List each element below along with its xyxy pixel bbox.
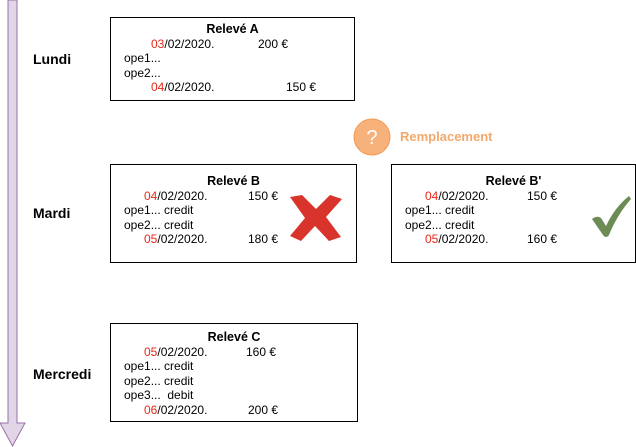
start-date: 03/02/2020.	[151, 36, 215, 51]
statement-title: Relevé A	[206, 22, 259, 36]
statement-card-b-prime: Relevé B' 04/02/2020. 150 € ope1... cred…	[391, 164, 636, 263]
operation-line: ope1...	[124, 51, 161, 65]
start-date: 04/02/2020.	[425, 188, 489, 203]
end-balance: 160 €	[527, 232, 558, 246]
svg-text:?: ?	[366, 127, 377, 149]
checkmark-icon	[592, 196, 631, 237]
day-label-monday: Lundi	[33, 51, 72, 67]
statement-title: Relevé B'	[485, 174, 542, 188]
start-date: 04/02/2020.	[144, 188, 208, 203]
end-date: 05/02/2020.	[144, 232, 208, 246]
end-date: 06/02/2020.	[144, 402, 208, 417]
end-date: 04/02/2020.	[151, 80, 215, 94]
statement-title: Relevé C	[207, 330, 261, 344]
operation-line: ope1... credit	[124, 359, 194, 373]
operation-line: ope2... credit	[405, 217, 475, 232]
statement-card-c: Relevé C 05/02/2020. 160 € ope1... credi…	[110, 323, 358, 422]
replacement-label: Remplacement	[400, 129, 493, 144]
start-balance: 150 €	[248, 188, 279, 203]
start-date: 05/02/2020.	[144, 344, 208, 359]
end-date: 05/02/2020.	[425, 232, 489, 246]
operation-line: ope2... credit	[124, 217, 194, 232]
statement-title: Relevé B	[207, 174, 260, 188]
operation-line: ope3... debit	[124, 388, 194, 402]
question-circle-icon: ?	[353, 118, 391, 156]
operation-line: ope1... credit	[124, 203, 194, 217]
statement-card-a: Relevé A 03/02/2020. 200 € ope1... ope2.…	[110, 17, 355, 101]
start-balance: 160 €	[246, 344, 277, 359]
end-balance: 180 €	[248, 232, 279, 246]
cross-icon	[290, 195, 342, 241]
start-balance: 150 €	[527, 188, 558, 203]
day-label-wednesday: Mercredi	[33, 366, 92, 382]
operation-line: ope1... credit	[405, 203, 475, 217]
end-balance: 150 €	[286, 80, 317, 94]
operation-line: ope2...	[124, 65, 161, 80]
day-label-tuesday: Mardi	[33, 205, 71, 221]
statement-card-b: Relevé B 04/02/2020. 150 € ope1... credi…	[110, 164, 357, 263]
timeline-arrow	[0, 0, 26, 447]
end-balance: 200 €	[248, 402, 279, 417]
operation-line: ope2... credit	[124, 373, 194, 388]
start-balance: 200 €	[258, 36, 289, 51]
